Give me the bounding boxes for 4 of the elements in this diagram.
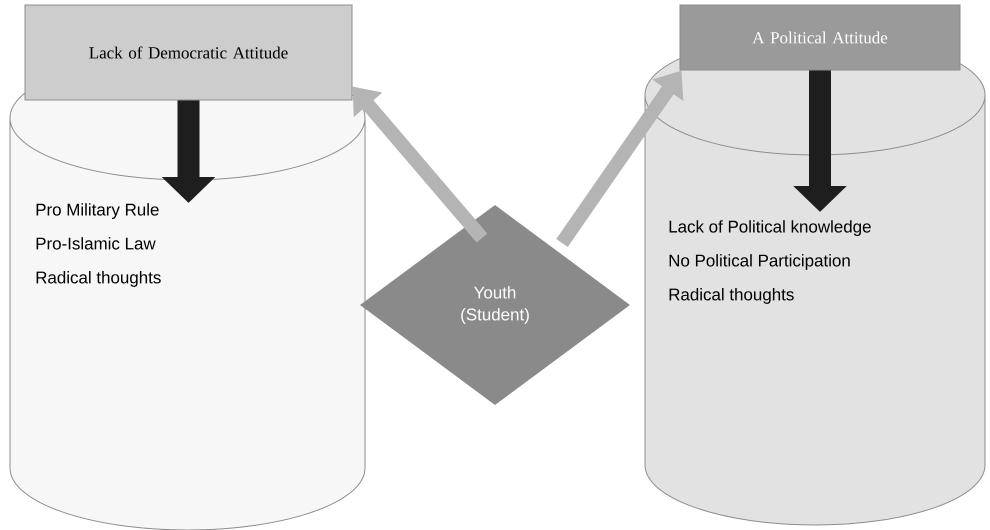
text-list: Pro Military Rule Pro-Islamic Law Radical thoughts: [36, 203, 161, 287]
header-box: Lack of Democratic Attitude: [24, 4, 352, 100]
header-box: A Political Attitude: [680, 4, 960, 70]
text-list: Lack of Political knowledge No Political Participation Radical thoughts: [670, 220, 871, 304]
